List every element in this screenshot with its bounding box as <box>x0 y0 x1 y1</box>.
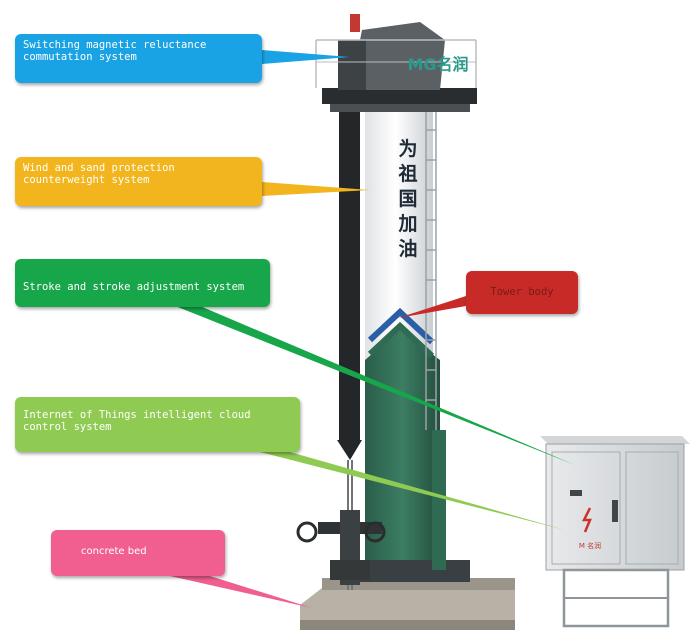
slogan-char-3: 国 <box>398 188 417 210</box>
callout-iot-control: Internet of Things intelligent cloud con… <box>15 397 300 452</box>
wellhead <box>296 510 386 585</box>
slogan-char-4: 加 <box>397 213 417 235</box>
ladder <box>425 110 437 430</box>
brand-logo: MG名润 <box>407 55 468 74</box>
callout-concrete-bed: concrete bed <box>51 530 225 576</box>
callout-magnetic-commutation: Switching magnetic reluctance commutatio… <box>15 34 262 83</box>
callout-stroke-adjustment: Stroke and stroke adjustment system <box>15 259 270 307</box>
callout-pointers <box>160 50 575 608</box>
slogan-char-2: 祖 <box>397 162 417 185</box>
control-cabinet: M 名润 <box>540 436 690 628</box>
slogan-char-5: 油 <box>398 238 417 260</box>
lightning-icon <box>581 507 592 533</box>
slogan-char-1: 为 <box>398 137 417 160</box>
callout-counterweight-system: Wind and sand protection counterweight s… <box>15 157 262 206</box>
callout-tower-body: Tower body <box>466 271 578 314</box>
cabinet-label: M 名润 <box>579 541 601 550</box>
head-platform: MG名润 <box>315 14 477 112</box>
tower-slogan: 为 祖 国 加 油 <box>397 137 417 260</box>
concrete-bed <box>300 578 515 630</box>
tower-body <box>360 110 470 582</box>
